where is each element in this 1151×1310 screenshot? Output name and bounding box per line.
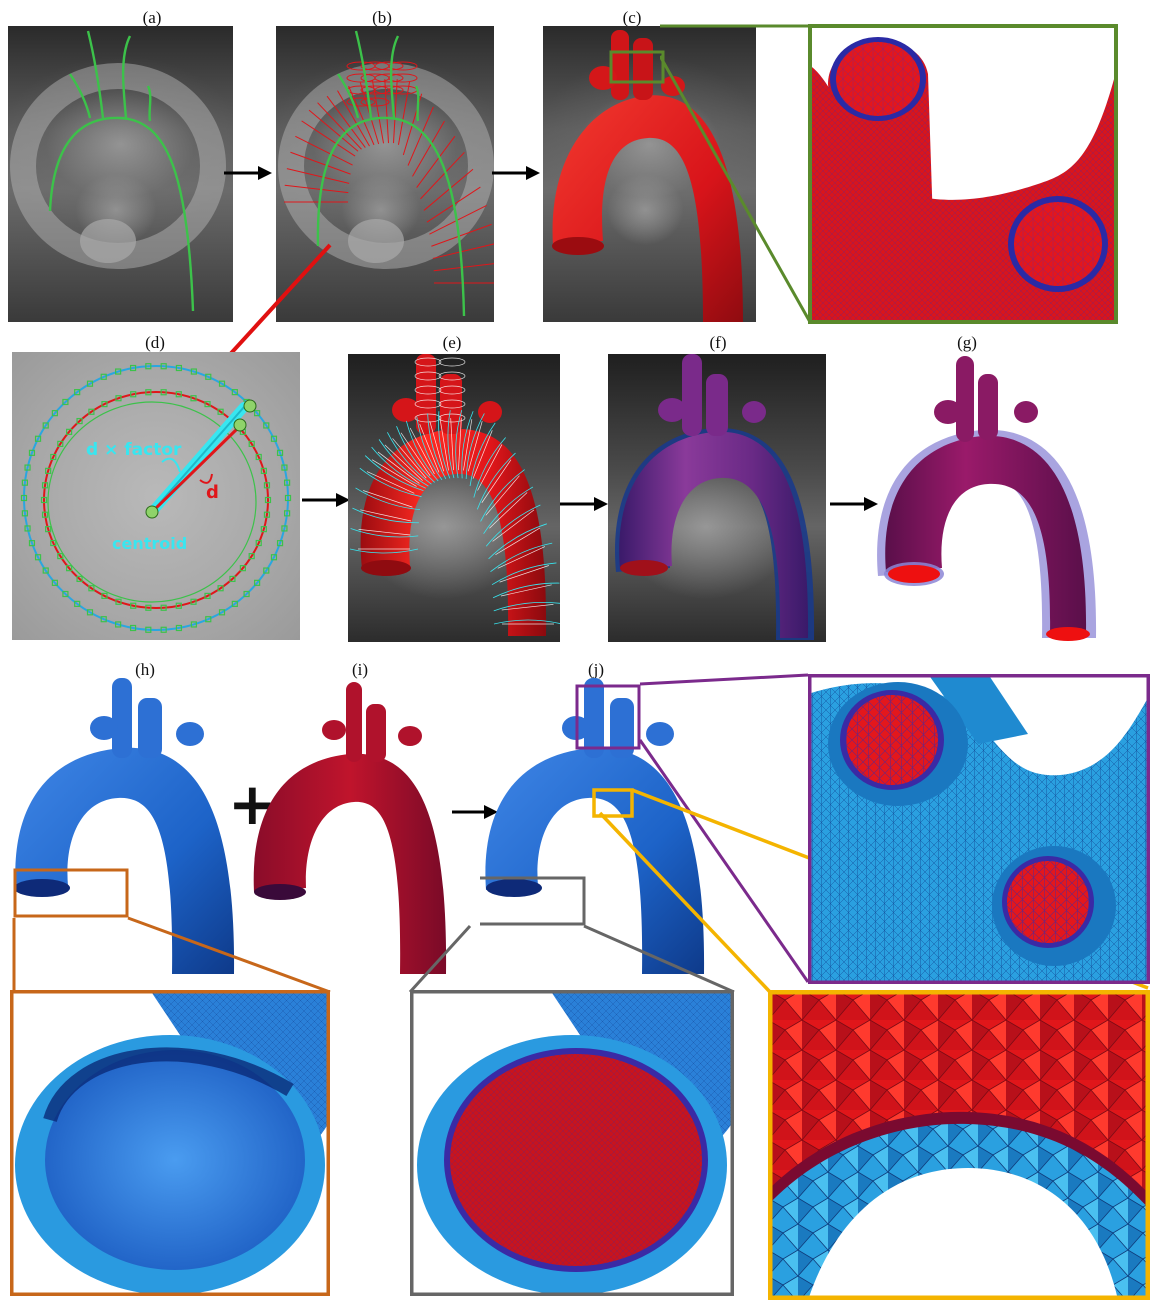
d-factor-label: d × factor (86, 440, 181, 460)
label-c: (c) (612, 8, 652, 28)
right-arrow-icon (560, 494, 608, 514)
label-f: (f) (698, 333, 738, 353)
panel-j-zoom-branches (808, 674, 1150, 984)
panel-j-zoom-wall-interface (768, 990, 1150, 1300)
panel-e-offset-contours (348, 354, 560, 642)
panel-c-zoom (808, 24, 1118, 324)
label-d: (d) (135, 333, 175, 353)
right-arrow-icon (224, 163, 272, 183)
panel-d-contour: d × factor d centroid (12, 352, 300, 640)
panel-g-wall-model (874, 354, 1110, 644)
right-arrow-icon (830, 494, 878, 514)
right-arrow-icon (302, 490, 350, 510)
label-g: (g) (947, 333, 987, 353)
zoom-connector-green (660, 20, 820, 330)
panel-f-wall-surface (608, 354, 826, 642)
label-b: (b) (362, 8, 402, 28)
centroid-label: centroid (112, 534, 187, 553)
panel-j-zoom-inlet (410, 990, 734, 1296)
label-e: (e) (432, 333, 472, 353)
d-label: d (206, 482, 219, 503)
label-a: (a) (132, 8, 172, 28)
right-arrow-icon (492, 163, 540, 183)
panel-h-zoom-inlet (10, 990, 330, 1296)
